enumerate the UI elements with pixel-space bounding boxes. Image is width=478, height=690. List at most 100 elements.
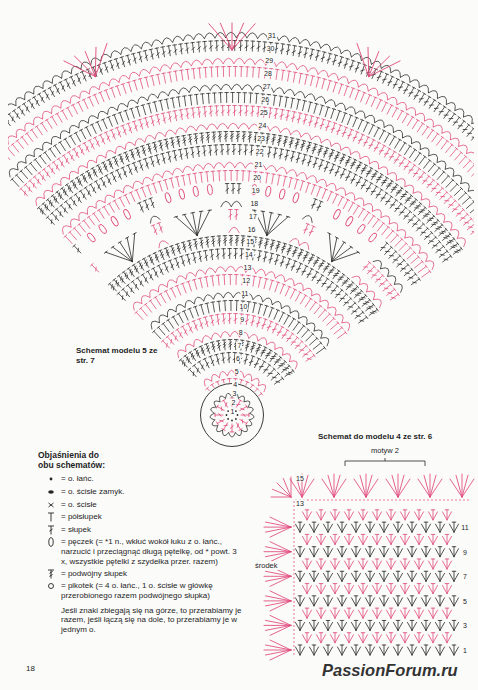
chain-dot xyxy=(293,617,294,618)
stitch-row xyxy=(8,67,474,217)
puff-stitch xyxy=(164,192,172,203)
chain-dot xyxy=(293,573,294,574)
chain-dot xyxy=(351,499,352,500)
chain-dot xyxy=(467,499,468,500)
legend-text: = półsłupek xyxy=(61,512,102,521)
legend-text: = o. łańc. xyxy=(61,474,94,483)
chain-dot xyxy=(395,499,396,500)
chain-dot xyxy=(226,414,228,416)
row-number: 29 xyxy=(264,57,274,64)
stitch-row xyxy=(150,201,402,292)
chain-dot xyxy=(293,581,294,582)
row-number: 9 xyxy=(462,548,468,555)
chain-dot xyxy=(293,517,294,518)
stitch-row xyxy=(133,266,350,331)
row-number: 26 xyxy=(260,96,270,103)
row-number: 28 xyxy=(263,70,273,77)
puff-stitch xyxy=(178,189,185,200)
ring-outline xyxy=(201,384,264,447)
chain-dot xyxy=(447,499,448,500)
chain-dot xyxy=(293,565,294,566)
stitch-row xyxy=(108,236,378,316)
chain-dot xyxy=(311,499,312,500)
chain-dot xyxy=(355,499,356,500)
chain-dot xyxy=(307,499,308,500)
row-number: 13 xyxy=(243,264,253,271)
chain-dot xyxy=(235,418,237,420)
center-label: środek xyxy=(254,561,279,570)
legend-item: = podwójny słupek xyxy=(45,569,245,579)
row-number: 16 xyxy=(247,225,257,232)
stitch-row xyxy=(151,292,329,346)
chain-dot xyxy=(293,653,294,654)
chain-dot xyxy=(427,499,428,500)
stitch-row xyxy=(91,210,400,301)
chain-dot xyxy=(293,525,294,526)
chain-dot xyxy=(367,499,368,500)
chain-dot xyxy=(293,597,294,598)
stitch-symbol xyxy=(48,526,54,535)
stitch-row xyxy=(20,106,474,240)
row-number: 14 xyxy=(244,251,254,258)
row-number: 3 xyxy=(231,389,237,396)
chain-dot xyxy=(293,621,294,622)
chain-dot xyxy=(293,513,294,514)
puff-stitch xyxy=(207,184,213,195)
chain-dot xyxy=(419,499,420,500)
chain-dot xyxy=(371,499,372,500)
stitch-row xyxy=(135,275,347,339)
chain-dot xyxy=(293,585,294,586)
chain-dot xyxy=(293,557,294,558)
stitch-row xyxy=(162,314,316,362)
row-number: 9 xyxy=(239,316,245,323)
legend-symbol xyxy=(45,487,59,497)
row-number: 7 xyxy=(462,573,468,580)
legend-symbol xyxy=(45,512,59,522)
shell-stitch xyxy=(104,233,136,262)
chain-dot xyxy=(293,537,294,538)
puff-stitch xyxy=(193,186,199,197)
chain-dot xyxy=(383,499,384,500)
chain-dot xyxy=(293,625,294,626)
page-number: 18 xyxy=(26,664,35,674)
row-number: 1 xyxy=(462,647,468,654)
chain-dot xyxy=(293,605,294,606)
chain-dot xyxy=(403,499,404,500)
stitch-row xyxy=(11,93,474,232)
chain-dot xyxy=(323,499,324,500)
row-number: 23 xyxy=(256,135,266,142)
legend-item: = pikotek (= 4 o. łańc., 1 o. ścisłe w g… xyxy=(45,581,245,600)
chain-dot xyxy=(407,499,408,500)
stitch-row xyxy=(8,32,474,193)
crown-stitch xyxy=(357,44,400,77)
chain-dot xyxy=(293,609,294,610)
legend-symbol xyxy=(45,581,59,591)
chain-dot xyxy=(327,499,328,500)
row-number: 19 xyxy=(251,186,261,193)
chain-dot xyxy=(293,545,294,546)
chain-dot xyxy=(293,633,294,634)
chain-dot xyxy=(227,418,229,420)
legend-symbol xyxy=(45,525,59,535)
chain-dot xyxy=(347,499,348,500)
chain-dot xyxy=(293,629,294,630)
puff-stitch xyxy=(356,223,366,234)
stitch-symbol xyxy=(49,584,54,589)
chain-dot xyxy=(293,533,294,534)
chain-dot xyxy=(379,499,380,500)
row-number: 27 xyxy=(262,83,272,90)
row-number: 5 xyxy=(234,367,240,374)
chain-dot xyxy=(293,561,294,562)
legend-text: = słupek xyxy=(61,525,91,534)
row-number: 20 xyxy=(252,173,262,180)
stitch-symbol xyxy=(48,570,54,579)
puff-stitch xyxy=(345,216,354,227)
row-number: 15 xyxy=(245,238,255,245)
stitch-row xyxy=(62,162,434,269)
row-number: 7 xyxy=(236,341,242,348)
chain-dot xyxy=(387,499,388,500)
row-number: 15 xyxy=(295,475,305,482)
stitch-symbol xyxy=(48,490,54,494)
chain-dot xyxy=(293,577,294,578)
chain-dot xyxy=(331,499,332,500)
